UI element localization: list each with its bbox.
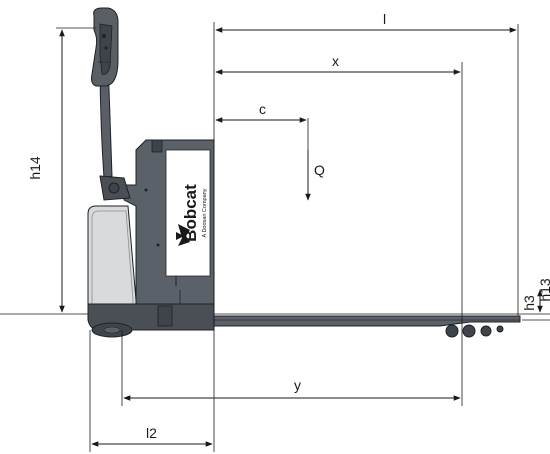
dimension-y-label: y [294,377,301,393]
drive-wheel [91,322,133,338]
pallet-truck-illustration: Bobcat A Doosan Company [87,7,521,338]
dimension-h13-label-cutoff: h13 [537,278,550,302]
dimension-h14-label: h14 [27,156,43,180]
brand-name: Bobcat [181,184,200,242]
dimension-h3-label: h3 [521,295,537,311]
brand-tagline: A Doosan Company [202,188,208,237]
bobcat-logo-icon [176,224,190,246]
tiller-arm [91,7,131,201]
load-q-label: Q [314,162,325,178]
dimension-l-label: l [383,11,386,27]
dimension-x-label: x [332,53,339,69]
dimension-l2-label: l2 [146,425,157,441]
dimension-c-label: c [259,101,266,117]
brand-decal: Bobcat A Doosan Company [165,149,211,277]
fork [213,315,521,338]
